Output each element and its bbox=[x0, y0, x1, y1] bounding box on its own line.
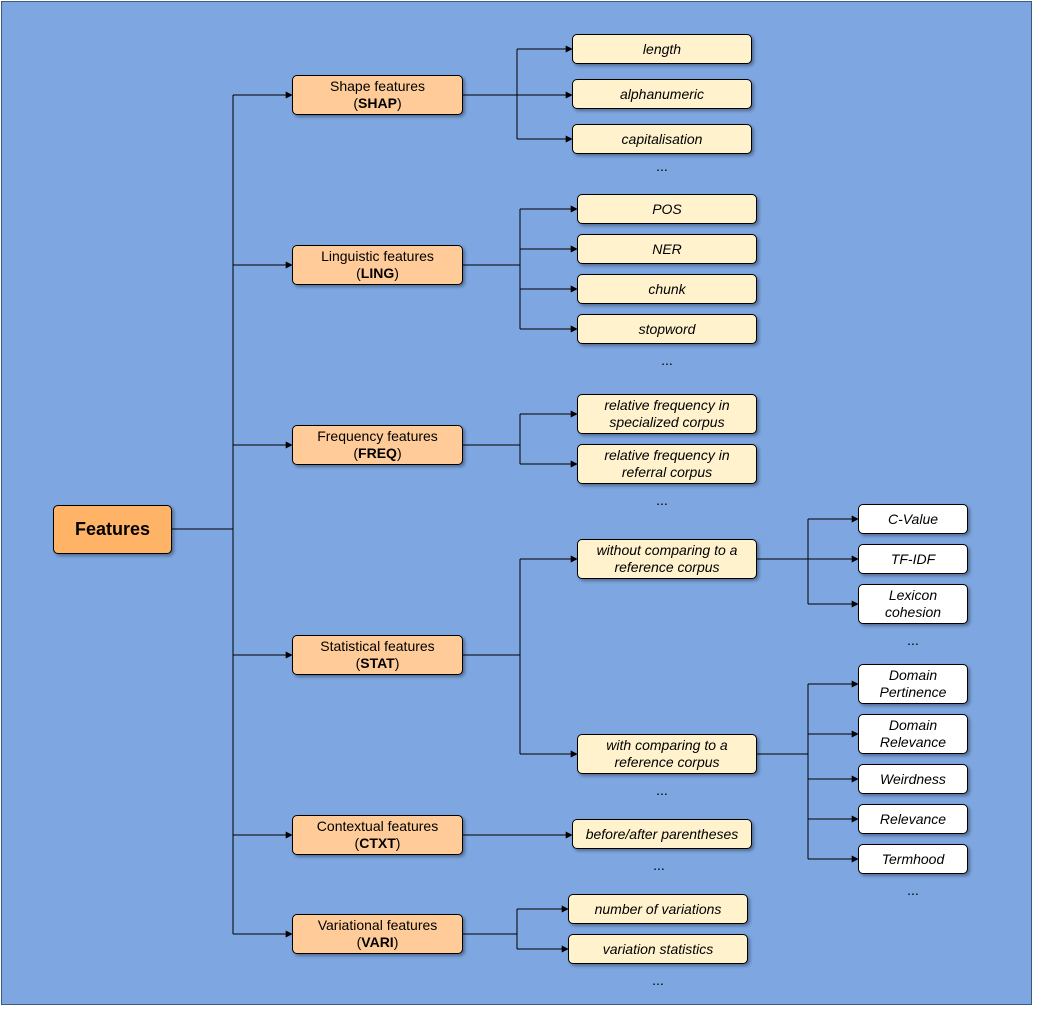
stat-without-lexicon-cohesion: Lexicon cohesion bbox=[858, 584, 968, 624]
category-vari-node: Variational features (VARI) bbox=[292, 914, 463, 954]
edge-stat-trunk bbox=[463, 559, 521, 754]
stat-without-tfidf: TF-IDF bbox=[858, 544, 968, 574]
vari-item-number: number of variations bbox=[568, 894, 748, 924]
stat-with-domain-pertinence: Domain Pertinence bbox=[858, 664, 968, 704]
stat-with-domain-relevance: Domain Relevance bbox=[858, 714, 968, 754]
edge-root-trunk bbox=[172, 95, 234, 934]
ling-more-ellipsis: ... bbox=[661, 352, 673, 368]
freq-item-specialized: relative frequency in specialized corpus bbox=[577, 394, 757, 434]
category-ctxt-code: CTXT bbox=[359, 835, 396, 851]
category-freq-node: Frequency features (FREQ) bbox=[292, 425, 463, 465]
category-vari-code: VARI bbox=[361, 934, 394, 950]
edge-shap-trunk bbox=[463, 49, 518, 139]
vari-item-statistics: variation statistics bbox=[568, 934, 748, 964]
stat-group-with: with comparing to a reference corpus bbox=[577, 734, 757, 774]
stat-with-relevance: Relevance bbox=[858, 804, 968, 834]
stat-with-weirdness: Weirdness bbox=[858, 764, 968, 794]
stat-group-without: without comparing to a reference corpus bbox=[577, 539, 757, 579]
vari-more-ellipsis: ... bbox=[652, 972, 664, 988]
stat-more-ellipsis: ... bbox=[656, 782, 668, 798]
ctxt-item-parentheses: before/after parentheses bbox=[572, 819, 752, 849]
edge-freq-trunk bbox=[463, 414, 521, 464]
ling-item-pos: POS bbox=[577, 194, 757, 224]
category-ctxt-name: Contextual features bbox=[316, 818, 439, 834]
stat-without-cvalue: C-Value bbox=[858, 504, 968, 534]
category-freq-code: FREQ bbox=[358, 445, 397, 461]
features-root-node: Features bbox=[53, 505, 172, 554]
ling-item-ner: NER bbox=[577, 234, 757, 264]
features-root-label: Features bbox=[74, 519, 151, 539]
freq-more-ellipsis: ... bbox=[656, 492, 668, 508]
ling-item-chunk: chunk bbox=[577, 274, 757, 304]
category-shap-name: Shape features bbox=[330, 78, 425, 94]
stat-with-more-ellipsis: ... bbox=[907, 882, 919, 898]
freq-item-referral: relative frequency in referral corpus bbox=[577, 444, 757, 484]
category-stat-node: Statistical features (STAT) bbox=[292, 635, 463, 675]
edge-without-trunk bbox=[757, 519, 809, 604]
category-ling-code: LING bbox=[360, 265, 395, 281]
category-ling-name: Linguistic features bbox=[321, 248, 434, 264]
stat-without-more-ellipsis: ... bbox=[907, 632, 919, 648]
shap-more-ellipsis: ... bbox=[656, 158, 668, 174]
edge-ling-trunk bbox=[463, 209, 521, 329]
category-freq-name: Frequency features bbox=[317, 428, 438, 444]
edge-vari-trunk bbox=[463, 909, 518, 949]
category-stat-code: STAT bbox=[360, 655, 395, 671]
shap-item-length: length bbox=[572, 34, 752, 64]
shap-item-capitalisation: capitalisation bbox=[572, 124, 752, 154]
ctxt-more-ellipsis: ... bbox=[653, 857, 665, 873]
category-stat-name: Statistical features bbox=[320, 638, 435, 654]
category-shap-node: Shape features (SHAP) bbox=[292, 75, 463, 115]
shap-item-alphanumeric: alphanumeric bbox=[572, 79, 752, 109]
ling-item-stopword: stopword bbox=[577, 314, 757, 344]
category-vari-name: Variational features bbox=[317, 917, 438, 933]
category-shap-code: SHAP bbox=[358, 95, 397, 111]
category-ling-node: Linguistic features (LING) bbox=[292, 245, 463, 285]
stat-with-termhood: Termhood bbox=[858, 844, 968, 874]
edge-with-trunk bbox=[757, 684, 809, 859]
category-ctxt-node: Contextual features (CTXT) bbox=[292, 815, 463, 855]
